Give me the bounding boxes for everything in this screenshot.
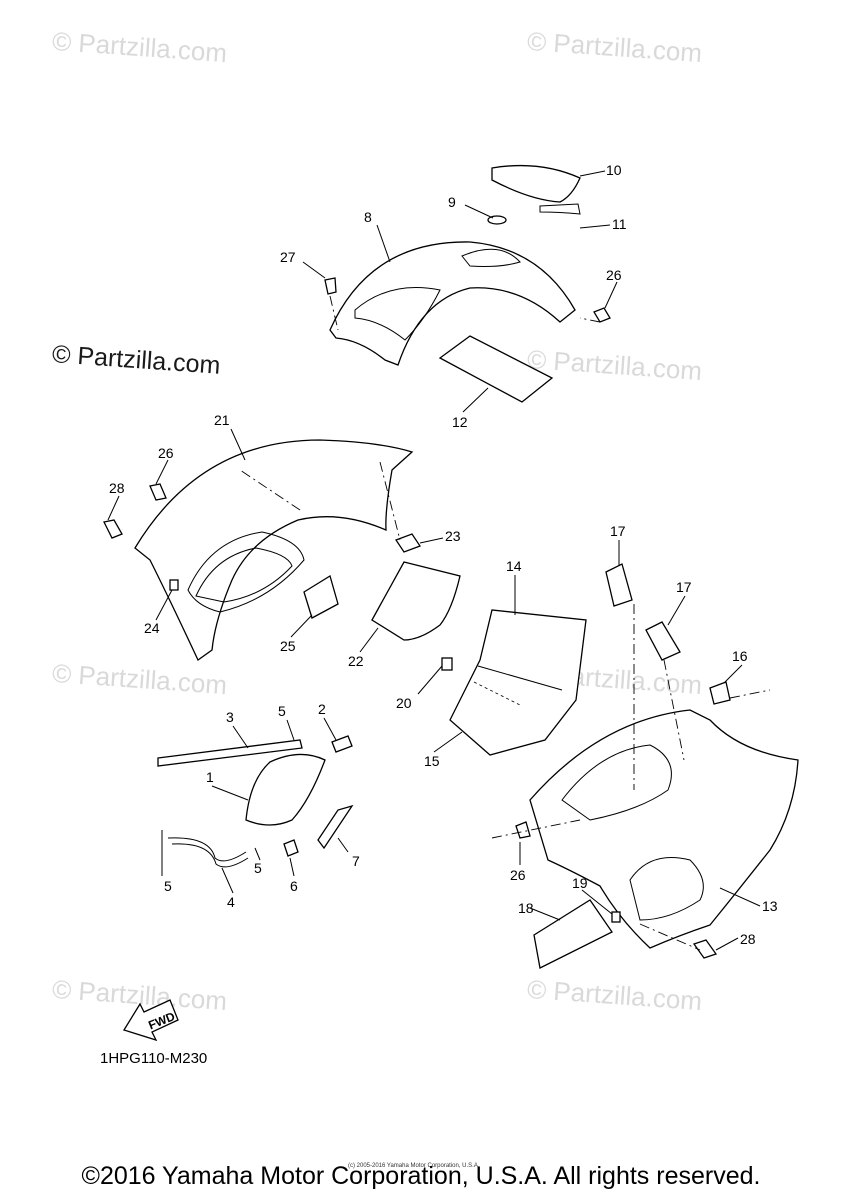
callout-label: 1 [206, 769, 214, 785]
callout-label: 23 [445, 528, 461, 544]
callout-label: 24 [144, 620, 160, 636]
callout-label: 17 [610, 523, 626, 539]
diagram-parts [103, 164, 799, 1042]
callout-label: 19 [572, 875, 588, 891]
callout-label: 5 [254, 860, 262, 876]
callout-label: 22 [348, 653, 364, 669]
callout-labels: 10 9 11 8 27 26 12 21 26 28 23 14 17 17 … [109, 162, 778, 1032]
callout-label: 12 [452, 414, 468, 430]
callout-label: 26 [158, 445, 174, 461]
callout-label: 16 [732, 648, 748, 664]
callout-label: 6 [290, 878, 298, 894]
callout-label: 14 [506, 558, 522, 574]
callout-label: 9 [448, 194, 456, 210]
callout-label: 7 [352, 853, 360, 869]
callout-label: 28 [109, 480, 125, 496]
callout-label: 5 [278, 703, 286, 719]
callout-label: 13 [762, 898, 778, 914]
callout-label: 15 [424, 753, 440, 769]
callout-label: 3 [226, 709, 234, 725]
callout-label: 8 [364, 209, 372, 225]
callout-label: 18 [518, 900, 534, 916]
diagram-code: 1HPG110-M230 [100, 1050, 208, 1067]
callout-label: 21 [214, 412, 230, 428]
callout-label: 5 [164, 878, 172, 894]
callout-label: 2 [318, 701, 326, 717]
callout-label: 11 [612, 216, 627, 232]
callout-label: 27 [280, 249, 296, 265]
callout-label: 28 [740, 931, 756, 947]
callout-label: 20 [396, 695, 412, 711]
footer-copyright: ©2016 Yamaha Motor Corporation, U.S.A. A… [81, 1162, 761, 1190]
small-copyright: (c) 2005-2016 Yamaha Motor Corporation, … [348, 1163, 480, 1169]
callout-label: 26 [606, 267, 622, 283]
callout-label: 10 [606, 162, 622, 178]
callout-label: 26 [510, 867, 526, 883]
callout-label: 17 [676, 579, 692, 595]
callout-label: 25 [280, 638, 296, 654]
leader-lines [107, 170, 761, 951]
callout-label: 4 [227, 894, 235, 910]
